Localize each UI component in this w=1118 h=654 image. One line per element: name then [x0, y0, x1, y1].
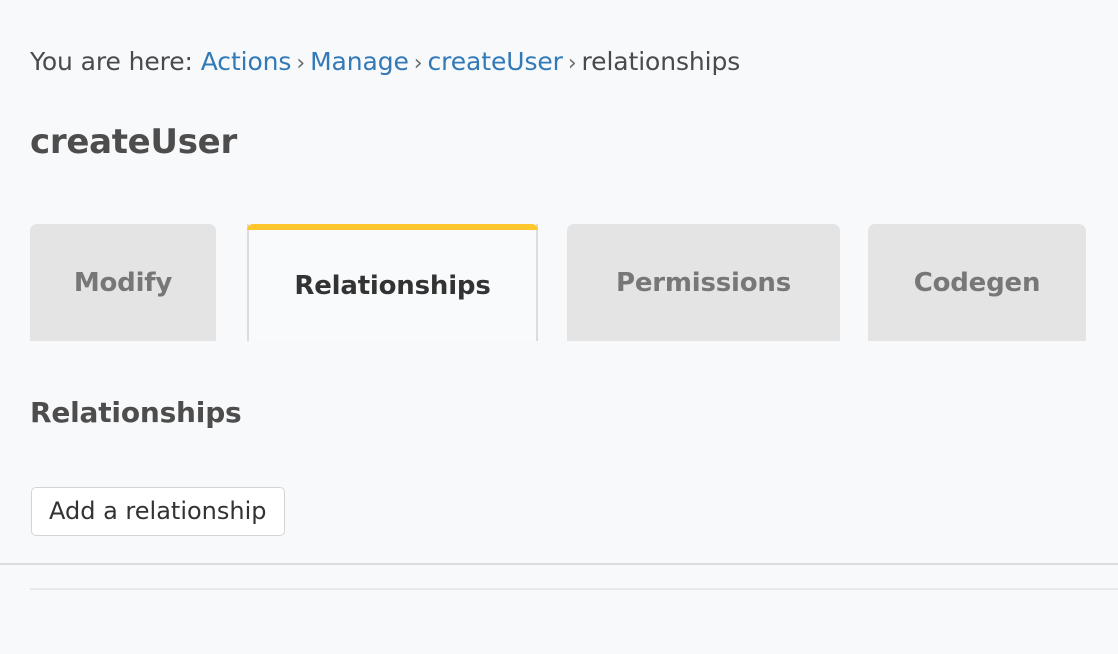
breadcrumb-link-manage[interactable]: Manage — [310, 47, 409, 76]
tab-codegen[interactable]: Codegen — [868, 224, 1086, 341]
tab-permissions[interactable]: Permissions — [567, 224, 840, 341]
page-title: createUser — [30, 122, 237, 162]
breadcrumb-link-createuser[interactable]: createUser — [427, 47, 563, 76]
breadcrumb-current-relationships: relationships — [581, 47, 741, 76]
tab-relationships-label: Relationships — [294, 270, 491, 301]
breadcrumb-separator-1: › — [296, 51, 306, 76]
breadcrumb-prefix: You are here: — [30, 47, 193, 76]
breadcrumb-separator-3: › — [567, 51, 577, 76]
tab-relationships[interactable]: Relationships — [247, 224, 538, 341]
section-divider — [30, 588, 1118, 590]
add-relationship-button[interactable]: Add a relationship — [31, 487, 285, 536]
tab-modify-label: Modify — [73, 267, 173, 298]
tab-active-accent-bar — [247, 224, 538, 230]
breadcrumb-link-actions[interactable]: Actions — [200, 47, 292, 76]
tab-strip-underline — [0, 563, 1118, 565]
tab-strip: Modify Relationships Permissions Codegen — [0, 224, 1118, 565]
tab-modify[interactable]: Modify — [30, 224, 216, 341]
breadcrumb-separator-2: › — [413, 51, 423, 76]
tab-permissions-label: Permissions — [615, 267, 792, 298]
section-heading-relationships: Relationships — [30, 396, 242, 429]
breadcrumb: You are here: Actions›Manage›createUser›… — [30, 44, 740, 82]
tab-codegen-label: Codegen — [913, 267, 1041, 298]
